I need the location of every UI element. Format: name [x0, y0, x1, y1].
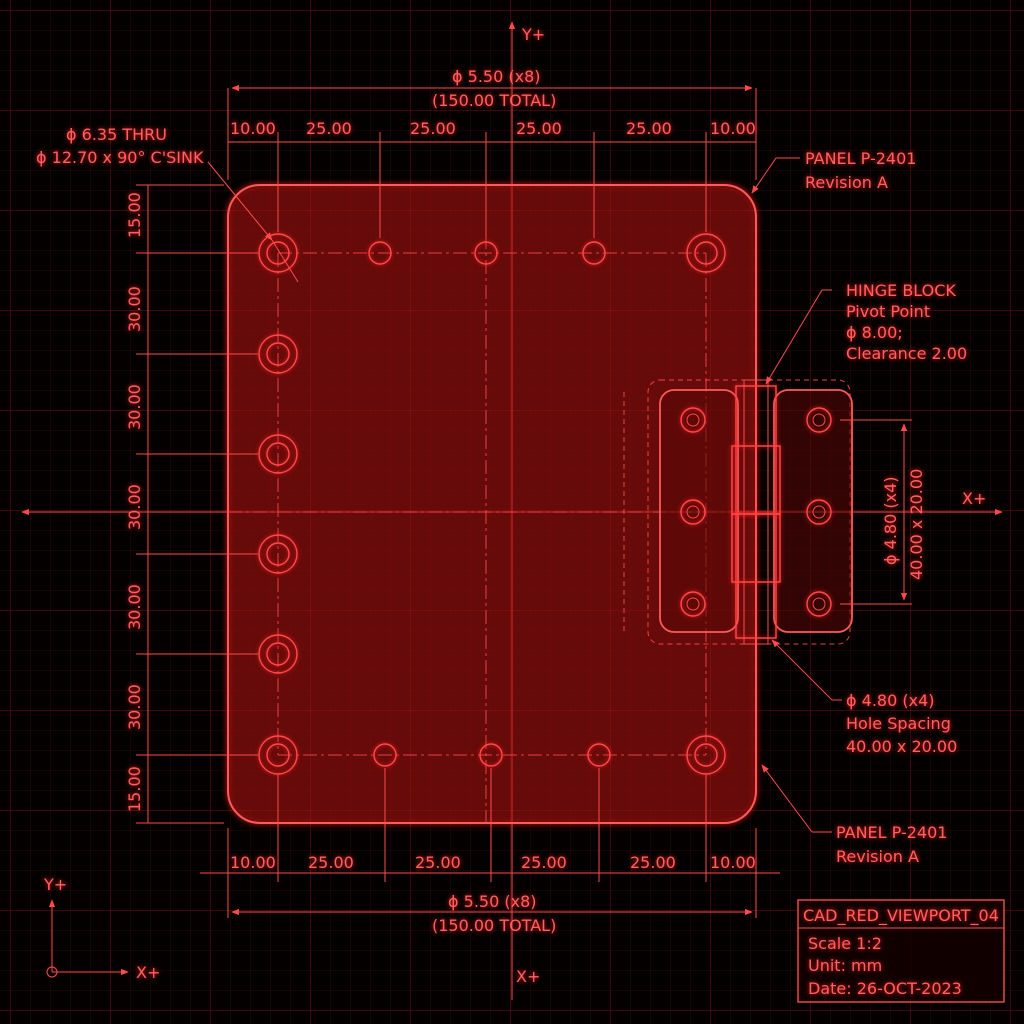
- hinge-hole[interactable]: [806, 591, 832, 617]
- csink-hole[interactable]: [686, 233, 726, 273]
- y-axis-label: Y+: [521, 25, 545, 44]
- small-hole[interactable]: [368, 241, 392, 265]
- top-dim-1: 25.00: [306, 119, 352, 138]
- title-block-date: Date: 26-OCT-2023: [808, 979, 962, 998]
- panel-callout-top: PANEL P-2401 Revision A: [751, 149, 916, 194]
- countersunk-holes: [258, 233, 726, 775]
- bottom-dim-3: 25.00: [521, 853, 567, 872]
- csink-hole[interactable]: [258, 334, 298, 374]
- triad-y-label: Y+: [43, 875, 67, 894]
- hinge-callout: HINGE BLOCK Pivot Point ϕ 8.00; Clearanc…: [765, 281, 967, 385]
- panel-bottom-line1: PANEL P-2401: [836, 823, 947, 842]
- left-dim-0: 15.00: [125, 192, 144, 238]
- top-dim-3: 25.00: [516, 119, 562, 138]
- hinge-dim-line2: 40.00 x 20.00: [907, 469, 926, 580]
- hinge-callout-line3: ϕ 8.00;: [846, 323, 903, 342]
- bottom-dimensions: 10.00 25.00 25.00 25.00 25.00 10.00 ϕ 5.…: [200, 768, 780, 935]
- left-dim-6: 15.00: [125, 766, 144, 812]
- small-hole[interactable]: [587, 743, 611, 767]
- small-hole[interactable]: [582, 241, 606, 265]
- panel-top-line1: PANEL P-2401: [805, 149, 916, 168]
- hinge-holes-callout: ϕ 4.80 (x4) Hole Spacing 40.00 x 20.00: [771, 639, 957, 756]
- triad-x-label: X+: [136, 963, 160, 982]
- small-hole[interactable]: [373, 743, 397, 767]
- hinge-holes-line3: 40.00 x 20.00: [846, 737, 957, 756]
- x-axis-label: X+: [962, 489, 986, 508]
- hinge-callout-line1: HINGE BLOCK: [846, 281, 956, 300]
- top-dim-2: 25.00: [410, 119, 456, 138]
- hinge-callout-line2: Pivot Point: [846, 302, 930, 321]
- csink-hole[interactable]: [258, 634, 298, 674]
- hinge-dim-line1: ϕ 4.80 (x4): [881, 477, 900, 565]
- title-block-unit: Unit: mm: [808, 956, 882, 975]
- top-dim-4: 25.00: [626, 119, 672, 138]
- hinge-callout-line4: Clearance 2.00: [846, 344, 967, 363]
- left-dim-3: 30.00: [125, 484, 144, 530]
- x-axis-bottom-label: X+: [516, 967, 540, 986]
- csink-hole[interactable]: [258, 534, 298, 574]
- left-dimensions: 15.00 30.00 30.00 30.00 30.00 30.00 15.0…: [125, 184, 258, 824]
- bottom-dim-4: 25.00: [630, 853, 676, 872]
- left-dim-5: 30.00: [125, 684, 144, 730]
- bottom-dim-2: 25.00: [415, 853, 461, 872]
- left-dim-2: 30.00: [125, 384, 144, 430]
- bottom-dim-5: 10.00: [710, 853, 756, 872]
- title-block-name: CAD_RED_VIEWPORT_04: [803, 906, 999, 926]
- panel-callout-bottom: PANEL P-2401 Revision A: [761, 764, 947, 866]
- hole-callout-line2: ϕ 12.70 x 90° C'SINK: [36, 148, 204, 167]
- hinge-hole[interactable]: [680, 591, 706, 617]
- csink-hole[interactable]: [258, 434, 298, 474]
- hole-callout: ϕ 6.35 THRU ϕ 12.70 x 90° C'SINK: [36, 125, 299, 283]
- hinge-block[interactable]: [623, 379, 853, 645]
- panel-bottom-line2: Revision A: [836, 847, 919, 866]
- top-overall-line2: (150.00 TOTAL): [432, 91, 556, 110]
- bottom-overall-line1: ϕ 5.50 (x8): [448, 892, 536, 911]
- top-dim-0: 10.00: [230, 119, 276, 138]
- small-hole[interactable]: [479, 743, 503, 767]
- small-holes: [368, 241, 611, 767]
- hinge-holes-line2: Hole Spacing: [846, 714, 951, 733]
- title-block[interactable]: CAD_RED_VIEWPORT_04 Scale 1:2 Unit: mm D…: [797, 899, 1005, 1003]
- csink-hole[interactable]: [686, 735, 726, 775]
- bottom-dim-0: 10.00: [230, 853, 276, 872]
- hinge-hole[interactable]: [806, 407, 832, 433]
- title-block-scale: Scale 1:2: [808, 934, 882, 953]
- top-dim-5: 10.00: [710, 119, 756, 138]
- hinge-hole[interactable]: [806, 499, 832, 525]
- top-overall-line1: ϕ 5.50 (x8): [452, 67, 540, 86]
- bottom-dim-1: 25.00: [308, 853, 354, 872]
- axis-triad: Y+ X+: [43, 875, 160, 982]
- hinge-vertical-dimension: ϕ 4.80 (x4) 40.00 x 20.00: [840, 419, 926, 605]
- csink-hole[interactable]: [258, 735, 298, 775]
- top-dimensions: ϕ 5.50 (x8) (150.00 TOTAL) 10.00 25.00 2…: [227, 67, 757, 238]
- small-hole[interactable]: [474, 241, 498, 265]
- left-dim-4: 30.00: [125, 584, 144, 630]
- hinge-holes-line1: ϕ 4.80 (x4): [846, 691, 934, 710]
- bottom-overall-line2: (150.00 TOTAL): [432, 916, 556, 935]
- csink-hole[interactable]: [258, 233, 298, 273]
- hinge-hole[interactable]: [680, 407, 706, 433]
- panel-top-line2: Revision A: [805, 173, 888, 192]
- hole-callout-line1: ϕ 6.35 THRU: [66, 125, 167, 144]
- hinge-hole[interactable]: [680, 499, 706, 525]
- left-dim-1: 30.00: [125, 286, 144, 332]
